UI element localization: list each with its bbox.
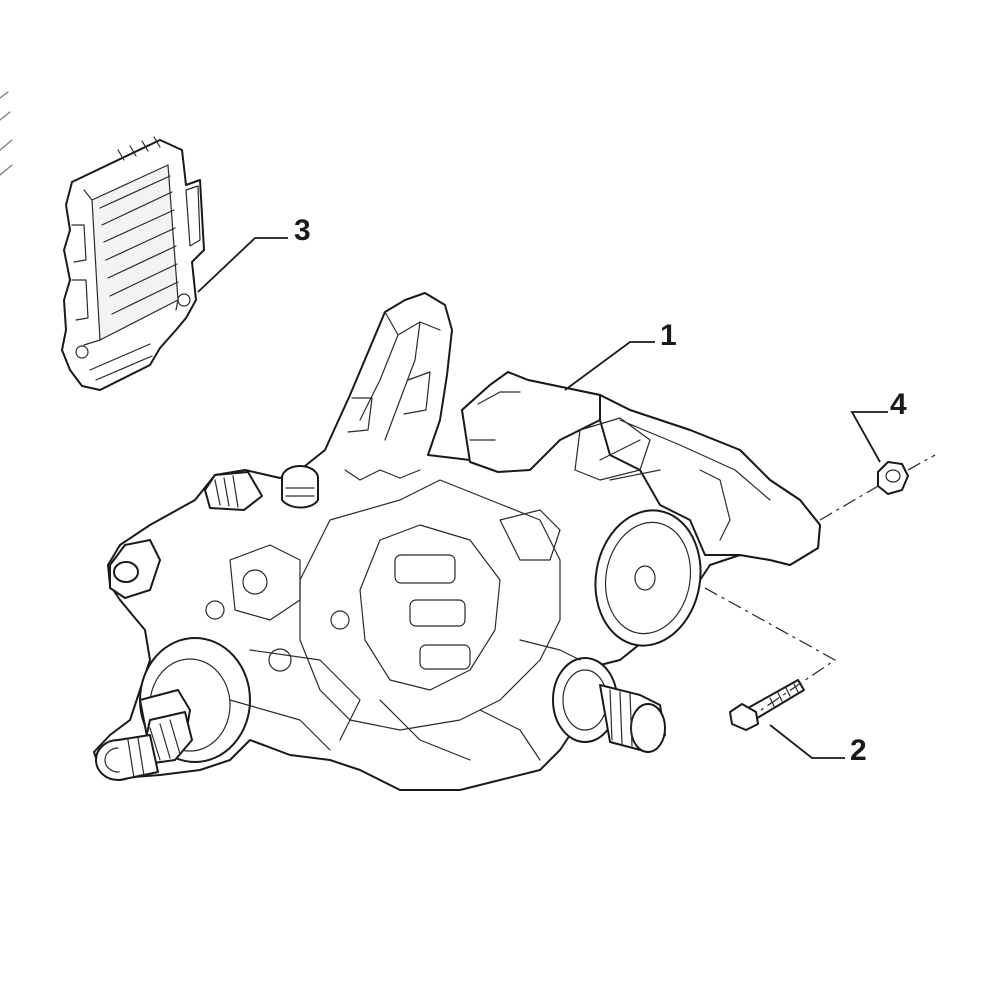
assembly-line-bolt bbox=[704, 587, 837, 713]
leader-line-4 bbox=[850, 411, 888, 463]
nut-part[interactable] bbox=[877, 461, 909, 495]
edge-artifact bbox=[0, 91, 13, 176]
callout-3: 3 bbox=[294, 214, 311, 247]
leader-line-3 bbox=[197, 237, 288, 293]
callout-2: 2 bbox=[850, 734, 867, 767]
leader-line-1 bbox=[564, 341, 655, 391]
control-unit-part[interactable] bbox=[61, 136, 205, 391]
assembly-line-nut bbox=[819, 454, 936, 521]
leader-line-2 bbox=[769, 724, 845, 759]
bolt-part[interactable] bbox=[729, 679, 805, 731]
callout-4: 4 bbox=[890, 388, 907, 421]
gearbox-assembly-part[interactable] bbox=[93, 292, 821, 791]
callout-1: 1 bbox=[660, 319, 677, 352]
